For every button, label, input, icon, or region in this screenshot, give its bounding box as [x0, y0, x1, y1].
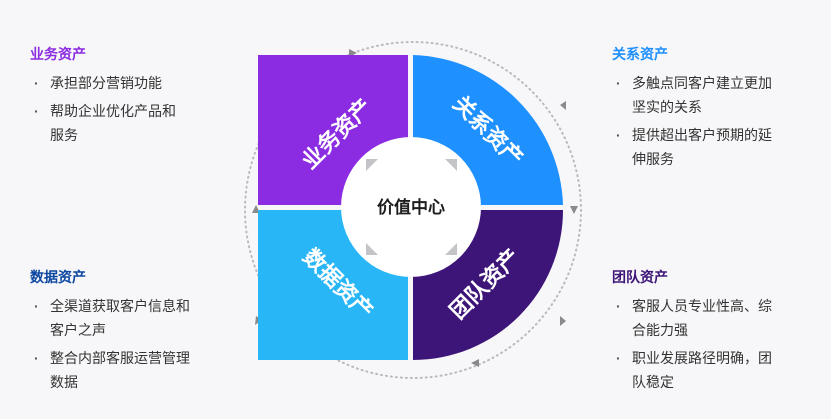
business-assets-list: 承担部分营销功能 帮助企业优化产品和 服务 [30, 71, 230, 147]
outer-dotted-ring [244, 41, 582, 379]
list-item-continuation: 伸服务 [632, 151, 674, 167]
data-assets-title: 数据资产 [30, 269, 86, 285]
list-item-continuation: 数据 [50, 374, 78, 390]
list-item: 整合内部客服运营管理 [30, 346, 230, 370]
list-item-continuation: 服务 [50, 127, 78, 143]
ring-arrow-top-right-icon [560, 101, 566, 110]
team-assets-list: 客服人员专业性高、综 合能力强 职业发展路径明确，团 队稳定 [612, 294, 817, 394]
team-assets-block: 团队资产 客服人员专业性高、综 合能力强 职业发展路径明确，团 队稳定 [612, 268, 817, 398]
ring-arrow-right-icon [570, 206, 578, 214]
list-item-continuation: 合能力强 [632, 322, 688, 338]
ring-arrow-bottom-right-icon [560, 316, 566, 326]
ring-arrow-bottom-icon [471, 359, 479, 367]
list-item: 全渠道获取客户信息和 [30, 294, 230, 318]
corner-mark-top-right-icon [445, 159, 457, 171]
relationship-assets-title: 关系资产 [612, 46, 668, 62]
list-item: 帮助企业优化产品和 [30, 99, 230, 123]
corner-mark-bottom-left-icon [366, 243, 378, 255]
corner-mark-top-left-icon [366, 159, 378, 171]
list-item: 多触点同客户建立更加 [612, 71, 812, 95]
list-item: 提供超出客户预期的延 [612, 123, 812, 147]
data-assets-block: 数据资产 全渠道获取客户信息和 客户之声 整合内部客服运营管理 数据 [30, 268, 230, 398]
data-assets-list: 全渠道获取客户信息和 客户之声 整合内部客服运营管理 数据 [30, 294, 230, 394]
list-item: 承担部分营销功能 [30, 71, 230, 95]
list-item-continuation: 客户之声 [50, 322, 106, 338]
center-circle [341, 137, 481, 277]
center-label: 价值中心 [377, 197, 445, 217]
relationship-assets-block: 关系资产 多触点同客户建立更加 坚实的关系 提供超出客户预期的延 伸服务 [612, 45, 812, 175]
list-item: 客服人员专业性高、综 [612, 294, 817, 318]
list-item-continuation: 队稳定 [632, 374, 674, 390]
corner-mark-bottom-right-icon [445, 243, 457, 255]
team-assets-title: 团队资产 [612, 269, 668, 285]
business-assets-title: 业务资产 [30, 46, 86, 62]
list-item-continuation: 坚实的关系 [632, 99, 702, 115]
relationship-assets-list: 多触点同客户建立更加 坚实的关系 提供超出客户预期的延 伸服务 [612, 71, 812, 171]
list-item: 职业发展路径明确，团 [612, 346, 817, 370]
business-assets-block: 业务资产 承担部分营销功能 帮助企业优化产品和 服务 [30, 45, 230, 151]
